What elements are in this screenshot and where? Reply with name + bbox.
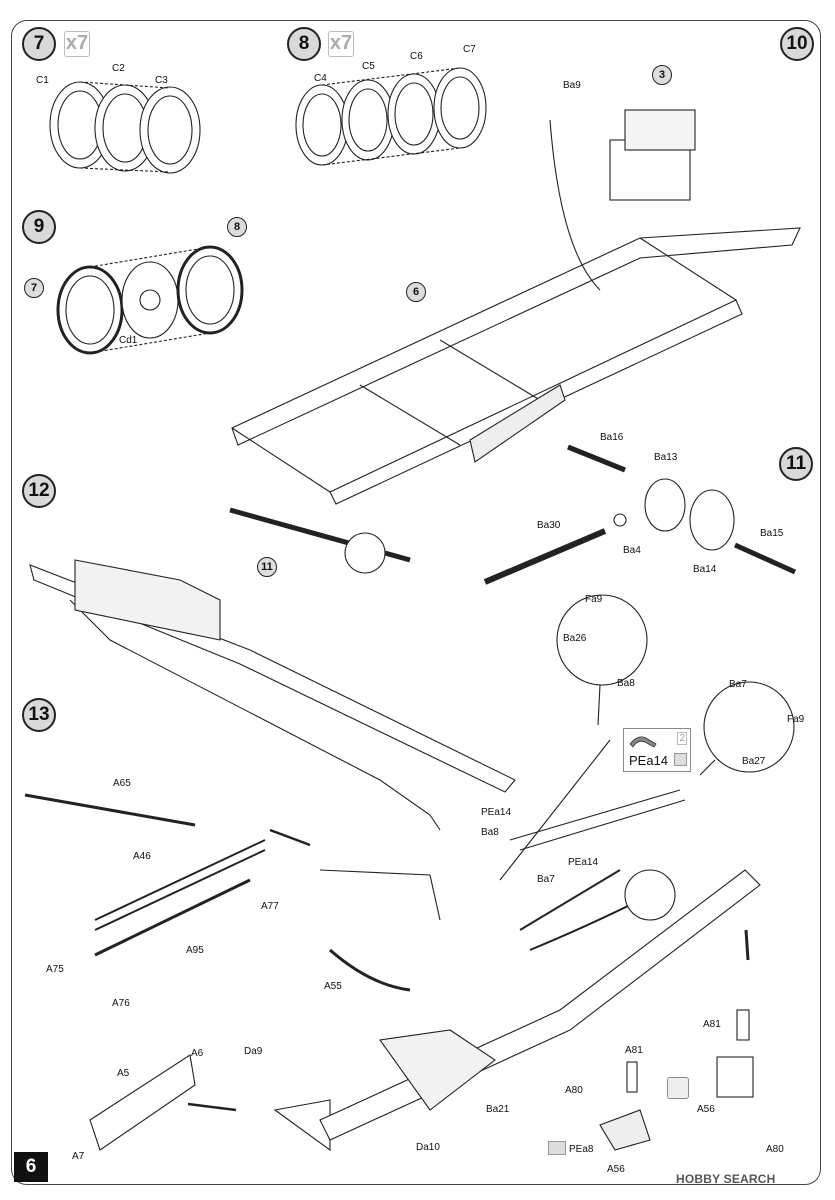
part-label: Ba8 [481,827,499,838]
home-icon [548,1141,566,1155]
part-label: Fa9 [585,594,603,605]
part-label: C7 [463,44,476,55]
part-label: C1 [36,75,49,86]
step10-chassis [231,109,801,505]
part-label: C5 [362,61,375,72]
step7-drum-parts [49,81,201,174]
part-label: A56 [607,1164,625,1175]
sub-ref-11: 11 [257,557,277,577]
page-number: 6 [14,1152,48,1182]
pe-count: 2 [677,732,687,745]
step-13-number: 13 [22,698,56,732]
part-label: Fa9 [787,714,805,725]
part-label: C3 [155,75,168,86]
part-label: A76 [112,998,130,1009]
step-8-multiplier: x7 [328,31,354,57]
step13-spring-parts [24,793,441,1152]
part-label: A81 [625,1045,643,1056]
sub-ref-6: 6 [406,282,426,302]
part-label: Ba30 [537,520,561,531]
rotate-icon [667,1077,689,1099]
part-label: A56 [697,1104,715,1115]
part-label: A80 [565,1085,583,1096]
part-label: Da10 [416,1142,440,1153]
part-label: Da9 [244,1046,263,1057]
step13-pin-detail [599,1009,754,1151]
part-label: C4 [314,73,327,84]
step11-axle-parts [483,444,797,585]
part-label: A75 [46,964,64,975]
detail-callouts [556,594,795,776]
part-label: PEa14 [481,807,512,818]
part-label: A95 [186,945,204,956]
step-10-number: 10 [780,27,814,61]
part-label: Ba21 [486,1104,510,1115]
part-label: A55 [324,981,342,992]
part-label: A7 [72,1151,85,1162]
part-label: A77 [261,901,279,912]
part-label: A5 [117,1068,130,1079]
watermark: HOBBY SEARCH [676,1172,776,1186]
photo-etch-callout: 2 PEa14 [623,728,691,772]
step-12-number: 12 [22,474,56,508]
part-label: A65 [113,778,131,789]
part-label: Ba14 [693,564,717,575]
part-label: C6 [410,51,423,62]
part-label: C2 [112,63,125,74]
sub-ref-7: 7 [24,278,44,298]
sub-ref-8: 8 [227,217,247,237]
part-label: Ba16 [600,432,624,443]
step-9-number: 9 [22,210,56,244]
pe-part-label: PEa14 [629,753,669,768]
step8-drum-parts [295,67,487,166]
pe-part-icon [629,736,657,748]
part-label: Ba9 [563,80,581,91]
part-label: PEa14 [568,857,599,868]
step-7-multiplier: x7 [64,31,90,57]
part-label: Ba15 [760,528,784,539]
part-label: Cd1 [119,335,138,346]
part-label: Ba4 [623,545,641,556]
home-icon [674,753,687,766]
step-7-number: 7 [22,27,56,61]
part-label: A80 [766,1144,784,1155]
page-frame [11,20,821,1185]
part-label: Ba8 [617,678,635,689]
step-8-number: 8 [287,27,321,61]
part-label: Ba27 [742,756,766,767]
part-label: A6 [191,1048,204,1059]
sub-ref-3: 3 [652,65,672,85]
part-label: A81 [703,1019,721,1030]
step9-wheel-parts [56,245,244,355]
part-label: Ba26 [563,633,587,644]
part-label: Ba13 [654,452,678,463]
step-11-number: 11 [779,447,813,481]
step13-chassis [319,739,761,1141]
part-label: PEa8 [569,1144,594,1155]
part-label: Ba7 [537,874,555,885]
part-label: A46 [133,851,151,862]
step12-chassis [29,507,516,831]
part-label: Ba7 [729,679,747,690]
